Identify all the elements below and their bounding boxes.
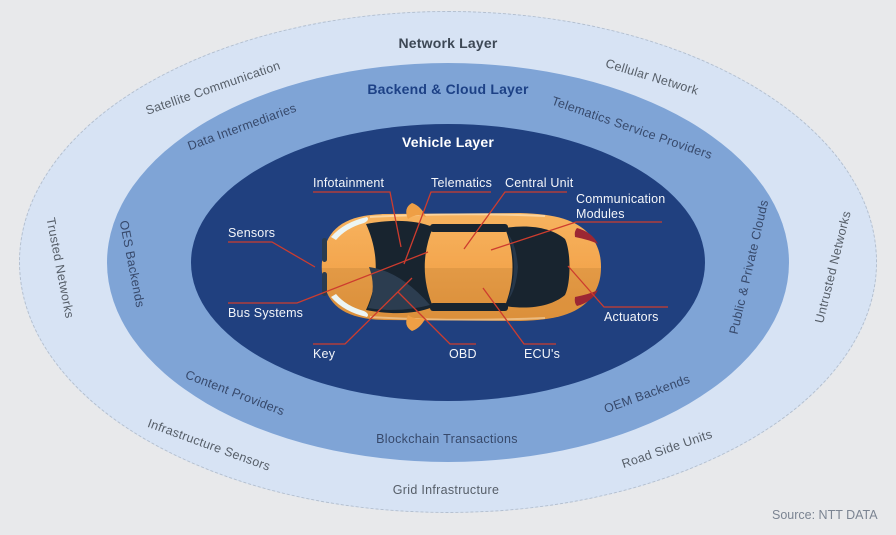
backend-cloud-layer-title: Backend & Cloud Layer (367, 81, 529, 97)
car-label-infotainment: Infotainment (313, 176, 385, 190)
car-label-actuators: Actuators (604, 310, 659, 324)
car-label-sensors: Sensors (228, 226, 276, 240)
ring-label-grid-infrastructure: Grid Infrastructure (392, 483, 500, 497)
car-mirror-top (406, 203, 426, 219)
car-headlights (322, 217, 368, 317)
ring-label-blockchain-transactions: Blockchain Transactions (376, 432, 518, 446)
source-attribution: Source: NTT DATA (772, 508, 878, 522)
vehicle-layer-title: Vehicle Layer (401, 134, 495, 150)
car-windows (366, 220, 570, 314)
car-label-ecus: ECU's (524, 347, 561, 361)
car-label-telematics: Telematics (431, 176, 493, 190)
leader-lines (228, 191, 668, 345)
car-label-bus-systems: Bus Systems (228, 306, 304, 320)
network-layer-title: Network Layer (398, 35, 498, 51)
car-mirror-bottom (406, 315, 426, 331)
car-label-communication-modules: Communication Modules (576, 192, 666, 222)
car-label-key: Key (313, 347, 336, 361)
car-label-central-unit: Central Unit (505, 176, 574, 190)
car-label-obd: OBD (449, 347, 477, 361)
